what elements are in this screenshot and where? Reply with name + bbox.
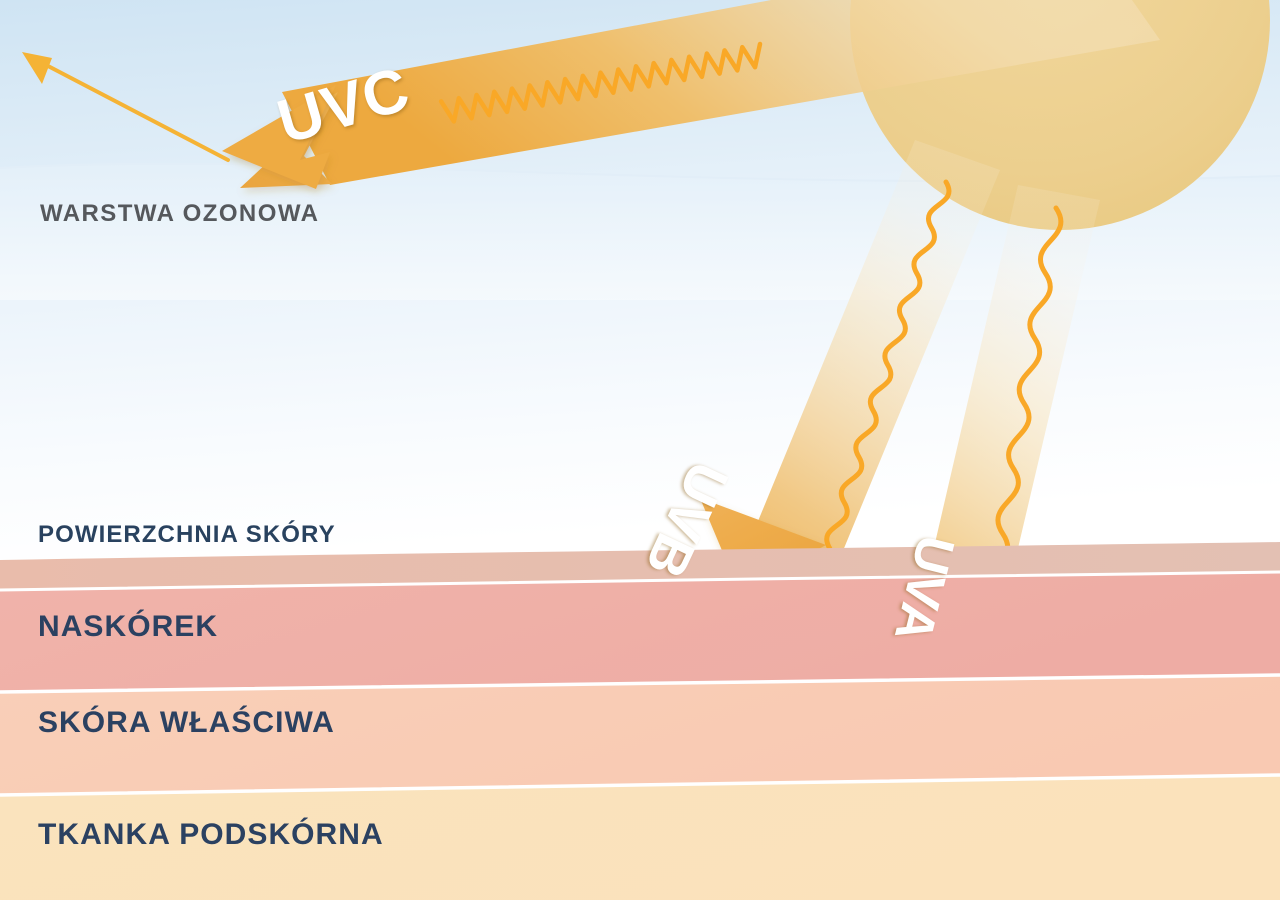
divider-dermis-hypodermis: [0, 773, 1280, 797]
uvb-wave: [824, 179, 952, 551]
uvb-beam: [714, 140, 1000, 655]
uvc-beam: [282, 0, 1160, 185]
reflection-arrowhead: [22, 52, 52, 84]
label-skin-surface: POWIERZCHNIA SKÓRY: [38, 521, 336, 548]
skin-layer-stratum: [0, 542, 1280, 590]
uvc-head: [222, 85, 336, 189]
uvc-reflection-arrow: [22, 52, 230, 162]
skin-layer-epidermis: [0, 572, 1280, 692]
reflection-line: [46, 64, 230, 162]
divider-stratum-epidermis: [0, 570, 1280, 592]
label-dermis: SKÓRA WŁAŚCIWA: [38, 706, 335, 739]
skin-layer-hypodermis: [0, 775, 1280, 900]
uvc-wave: [438, 41, 763, 124]
skin-layers: [0, 542, 1280, 900]
skin-layer-dermis: [0, 675, 1280, 795]
label-epidermis: NASKÓREK: [38, 610, 219, 643]
uvc-head-group: [222, 85, 336, 189]
label-hypodermis: TKANKA PODSKÓRNA: [38, 818, 384, 851]
label-ozone-layer: WARSTWA OZONOWA: [40, 200, 320, 227]
divider-epidermis-dermis: [0, 673, 1280, 694]
